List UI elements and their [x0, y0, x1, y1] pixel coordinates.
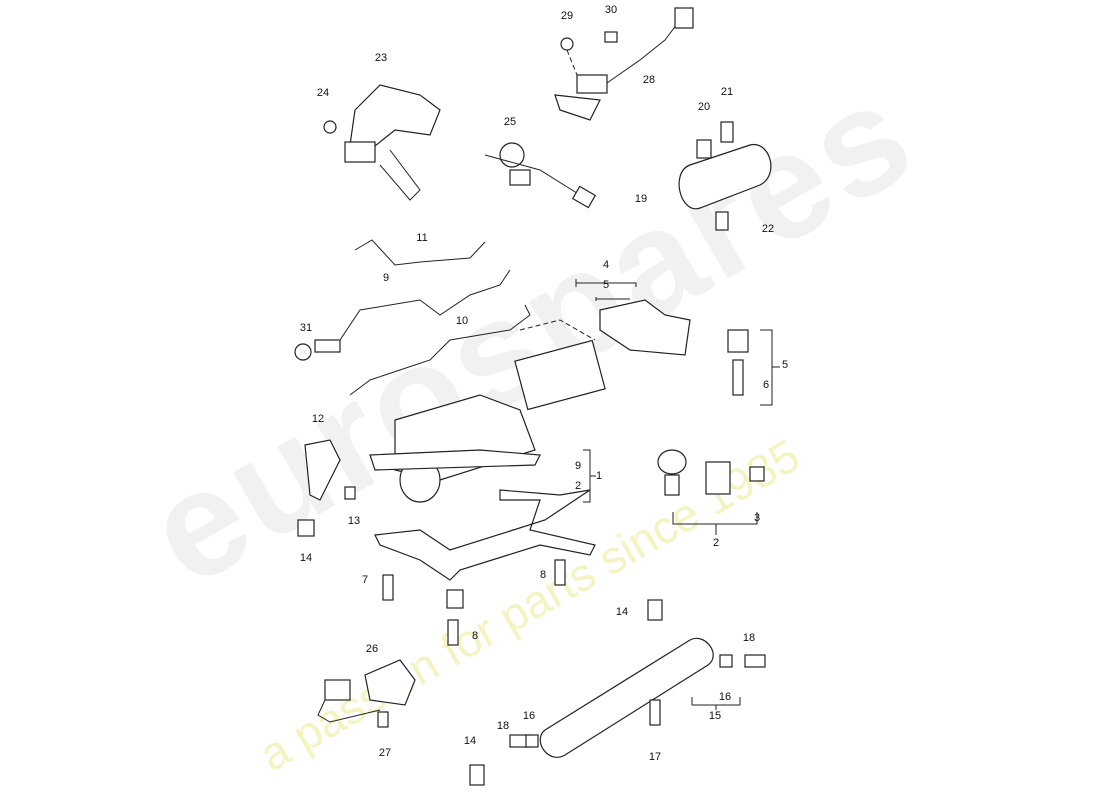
part-accumulator-15 — [469, 599, 766, 786]
part-bolt-6 — [727, 329, 780, 406]
callout-25: 25 — [503, 116, 517, 128]
callout-4: 4 — [602, 259, 610, 271]
part-valve-26 — [317, 659, 416, 728]
callout-29: 29 — [560, 10, 574, 22]
callout-2: 2 — [574, 480, 582, 492]
callout-15: 15 — [708, 710, 722, 722]
callout-8: 8 — [471, 630, 479, 642]
callout-30: 30 — [604, 4, 618, 16]
part-harness-28 — [554, 7, 694, 121]
callout-5: 5 — [781, 359, 789, 371]
callout-6: 6 — [762, 379, 770, 391]
callout-20: 20 — [697, 101, 711, 113]
callout-5: 5 — [602, 279, 610, 291]
callout-14: 14 — [299, 552, 313, 564]
callout-16: 16 — [522, 710, 536, 722]
callout-22: 22 — [761, 223, 775, 235]
part-compressor — [369, 319, 606, 503]
callout-8: 8 — [539, 569, 547, 581]
callout-9: 9 — [574, 460, 582, 472]
callout-2: 2 — [712, 537, 720, 549]
callout-21: 21 — [720, 86, 734, 98]
part-bracket-4 — [575, 279, 691, 356]
callout-27: 27 — [378, 747, 392, 759]
part-mounts — [583, 449, 765, 535]
callout-10: 10 — [455, 315, 469, 327]
callout-13: 13 — [347, 515, 361, 527]
callout-19: 19 — [634, 193, 648, 205]
part-lines — [294, 239, 531, 396]
part-bracket-23 — [323, 84, 441, 201]
part-crossmember — [374, 489, 596, 646]
callout-1: 1 — [595, 470, 603, 482]
callout-16: 16 — [718, 691, 732, 703]
callout-17: 17 — [648, 751, 662, 763]
callout-3: 3 — [753, 512, 761, 524]
callout-7: 7 — [361, 574, 369, 586]
part-reservoir-19 — [678, 121, 772, 231]
callout-14: 14 — [463, 735, 477, 747]
callout-31: 31 — [299, 322, 313, 334]
part-sensor-25 — [484, 142, 597, 209]
callout-28: 28 — [642, 74, 656, 86]
callout-26: 26 — [365, 643, 379, 655]
callout-12: 12 — [311, 413, 325, 425]
callout-24: 24 — [316, 87, 330, 99]
callout-11: 11 — [416, 232, 428, 244]
part-bracket-12 — [297, 439, 356, 537]
callout-18: 18 — [742, 632, 756, 644]
callout-14: 14 — [615, 606, 629, 618]
callout-9: 9 — [382, 272, 390, 284]
callout-23: 23 — [374, 52, 388, 64]
callout-18: 18 — [496, 720, 510, 732]
